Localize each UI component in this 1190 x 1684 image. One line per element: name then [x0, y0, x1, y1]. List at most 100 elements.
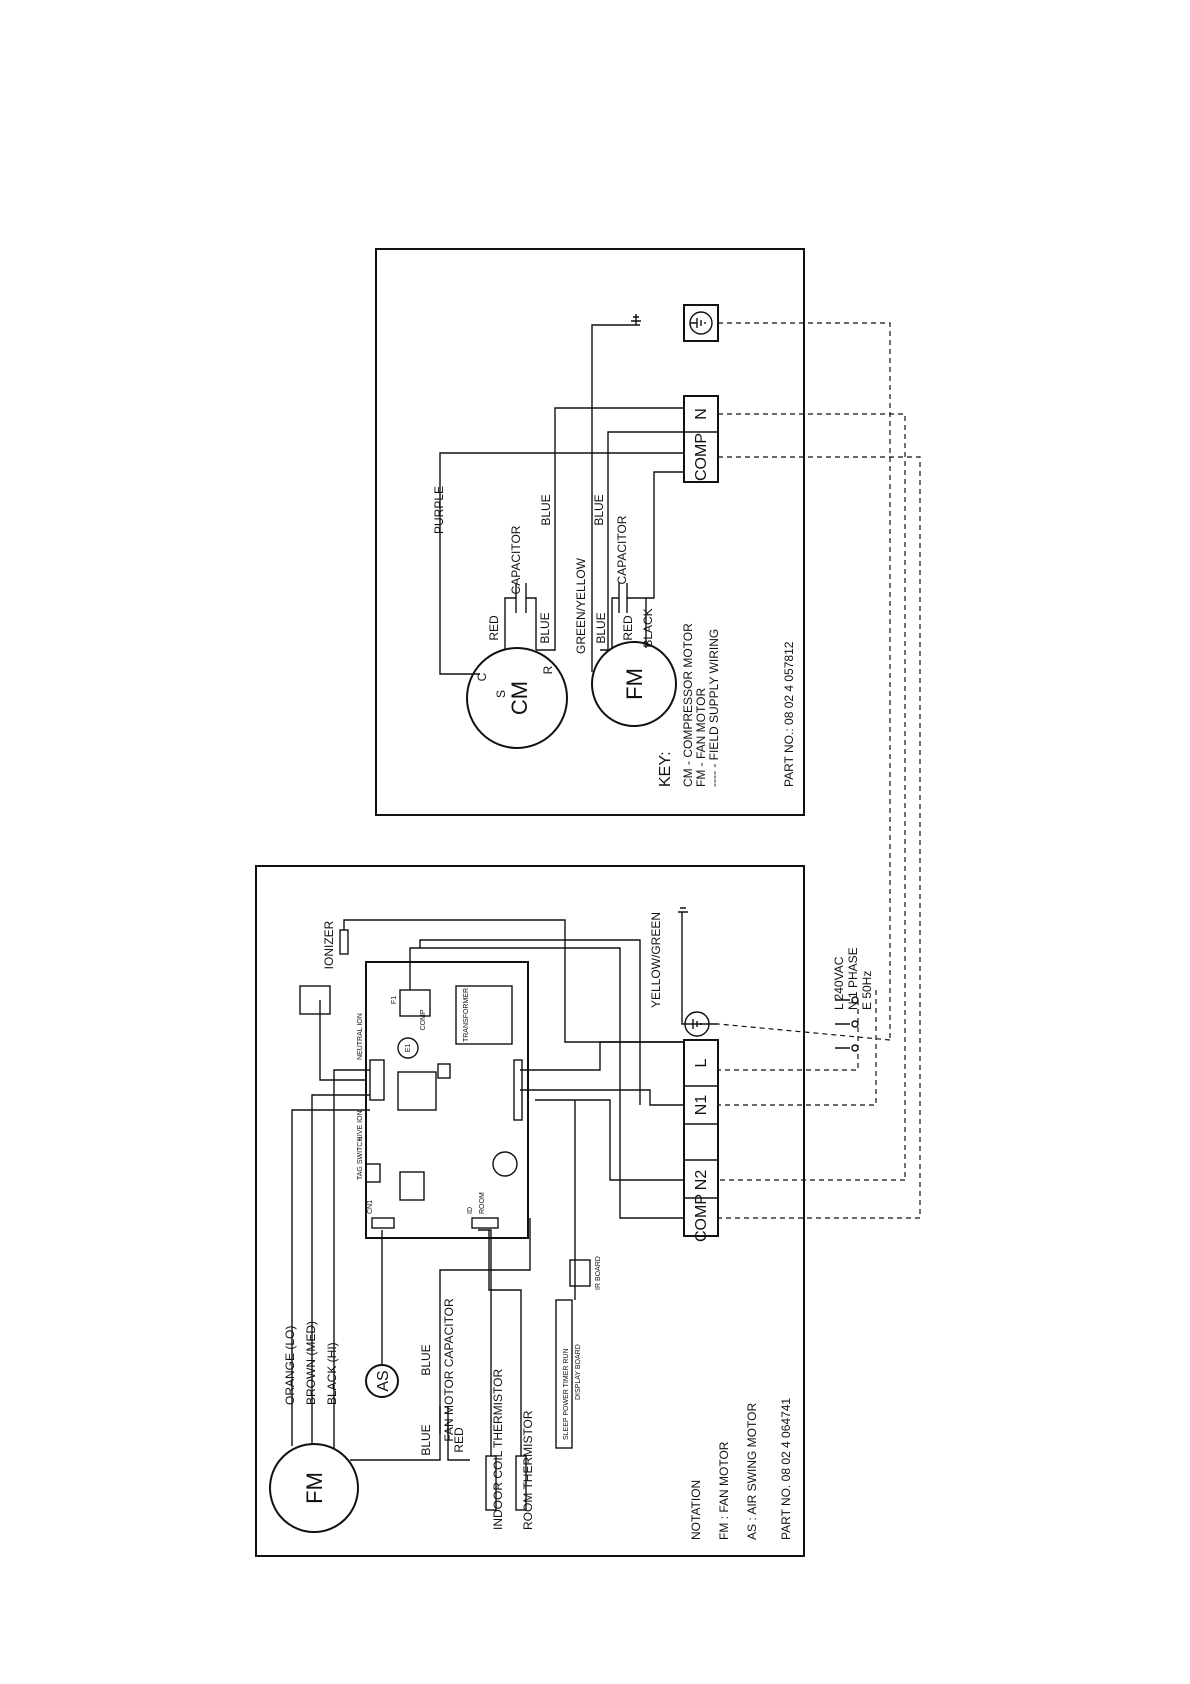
cm-blue-wire: [536, 407, 684, 651]
orange-lo-wire: [291, 1109, 370, 1446]
outdoor-unit-frame: [375, 248, 805, 816]
supply-e-contact: [851, 1044, 859, 1052]
control-board-frame: [365, 961, 529, 1239]
brown-med-label: BROWN (MED): [304, 1321, 318, 1405]
notation-fm: FM : FAN MOTOR: [717, 1441, 731, 1540]
outdoor-earth-terminal: [683, 304, 719, 342]
pcb-l-wire: [520, 1041, 684, 1071]
chip-block: [399, 1171, 425, 1201]
field-wire-earth: [718, 322, 891, 1040]
field-wire-comp: [718, 456, 921, 1218]
cm-red-label: RED: [487, 615, 501, 641]
outdoor-fan-motor-label: FM: [622, 668, 647, 700]
supply-e-label: E 50Hz: [860, 971, 874, 1010]
pcb-n1-wire: [520, 1089, 684, 1106]
ionizer-supply-wire: [343, 919, 684, 1043]
capacitor-e1: [397, 1037, 419, 1059]
compressor-s-terminal: S: [494, 690, 508, 698]
relay-block: [397, 1071, 437, 1111]
key-title: KEY:: [657, 751, 674, 787]
indoor-terminal-n1: N1: [693, 1095, 710, 1116]
pcb-n2-wire: [535, 1099, 684, 1181]
compressor-motor-circle: [466, 647, 568, 749]
indoor-terminal-l: L: [693, 1058, 710, 1067]
terminal-comp-label: COMP: [693, 433, 710, 481]
field-wire-earth-b: [717, 1023, 891, 1041]
cm-red-lead: [504, 597, 516, 650]
pcb-comp-wire: [409, 947, 684, 1219]
coil-thermistor-wire: [478, 1229, 492, 1456]
indoor-terminal-n2: N2: [693, 1170, 710, 1191]
yellow-green-wire: [681, 1010, 718, 1025]
blue-wire-label-d: BLUE: [592, 494, 606, 525]
outdoor-earth-symbol: [631, 314, 641, 325]
capacitor-blue-label-a: BLUE: [419, 1424, 433, 1455]
ionizer-label: IONIZER: [322, 920, 336, 969]
blue-wire-label-a: BLUE: [539, 494, 553, 525]
capacitor-blue-label-b: BLUE: [419, 1344, 433, 1375]
fm-black-wire: [646, 471, 684, 599]
indoor-unit-diagram: FM AS ORANGE (LO) BROWN (MED) BLACK (HI)…: [255, 865, 874, 1557]
indoor-fan-motor: FM: [269, 1443, 359, 1533]
air-swing-motor: AS: [365, 1364, 399, 1398]
yellow-green-label: YELLOW/GREEN: [649, 912, 663, 1008]
tag-switch: [365, 1163, 381, 1183]
id-label: ID: [467, 1207, 474, 1214]
ir-board-label: IR BOARD: [595, 1256, 602, 1290]
purple-wire: [439, 452, 684, 675]
indoor-earth-icon: [692, 1019, 702, 1029]
room-label: ROOM: [479, 1192, 486, 1214]
capacitor-red-label: RED: [452, 1427, 466, 1453]
indoor-terminal-frame: [683, 1039, 719, 1237]
supply-n-label: N 1 PHASE: [846, 947, 860, 1010]
indoor-fan-motor-label: FM: [302, 1472, 327, 1504]
e1-label: E1: [405, 1044, 412, 1053]
cm-capacitor-label: CAPACITOR: [509, 525, 523, 594]
black-hi-wire: [333, 1069, 370, 1448]
cn1-label: CN1: [367, 1200, 374, 1214]
fuse-f1-label: F1: [391, 996, 398, 1004]
fm-capacitor-label: CAPACITOR: [615, 515, 629, 584]
fan-connector: [369, 1059, 385, 1101]
supply-l-contact: [851, 996, 859, 1004]
fm-black-label: BLACK: [641, 608, 655, 647]
room-thermistor-label: ROOM THERMISTOR: [521, 1410, 535, 1530]
transformer-label: TRANSFORMER: [463, 988, 470, 1042]
indoor-earth-terminal: [684, 1011, 710, 1037]
fm-red-lead: [611, 597, 619, 648]
id-room-connector: [471, 1217, 499, 1229]
fuse-f1: [399, 989, 431, 1017]
ionizer-probe: [339, 929, 349, 955]
supply-lines: [835, 999, 850, 1049]
ground-icon: [678, 907, 688, 1010]
cn1-connector: [371, 1217, 395, 1229]
ir-board: [569, 1259, 591, 1287]
room-thermistor-wire: [488, 1230, 522, 1456]
buzzer: [492, 1151, 518, 1177]
outdoor-part-no: PART NO.: 08 02 4 057812: [782, 641, 796, 787]
indoor-unit-frame: [255, 865, 805, 1557]
transformer-block: [455, 985, 513, 1045]
pcb-n1-feed: [419, 939, 641, 1105]
comp-relay-label: COMP: [420, 1009, 427, 1030]
power-supply-switches: L 240VAC N 1 PHASE E 50Hz: [832, 947, 874, 1052]
ionizer-module: [299, 985, 331, 1015]
key-fm: FM - FAN MOTOR: [694, 688, 708, 787]
compressor-c-terminal: C: [475, 672, 489, 681]
outdoor-terminal-block: N COMP: [683, 395, 719, 483]
cm-blue-label: BLUE: [538, 612, 552, 643]
black-hi-label: BLACK (HI): [325, 1342, 339, 1405]
neutral-ion-label: NEUTRAL ION: [357, 1013, 364, 1060]
indoor-part-no: PART NO. 08 02 4 064741: [779, 1398, 793, 1540]
field-wire-n: [718, 413, 906, 1180]
fm-blue-wire: [600, 431, 684, 651]
field-wire-n1: [718, 990, 877, 1106]
fm-blue-label: BLUE: [594, 612, 608, 643]
field-wire-l: [718, 1000, 859, 1071]
terminal-n-label: N: [693, 408, 710, 420]
tag-switch-label: TAG SWITCH: [357, 1137, 364, 1180]
cm-blue-lead: [526, 597, 537, 650]
compressor-motor: CM C S R: [466, 647, 568, 749]
ionizer-wire: [319, 1000, 366, 1081]
outdoor-fan-motor: FM: [591, 641, 677, 727]
